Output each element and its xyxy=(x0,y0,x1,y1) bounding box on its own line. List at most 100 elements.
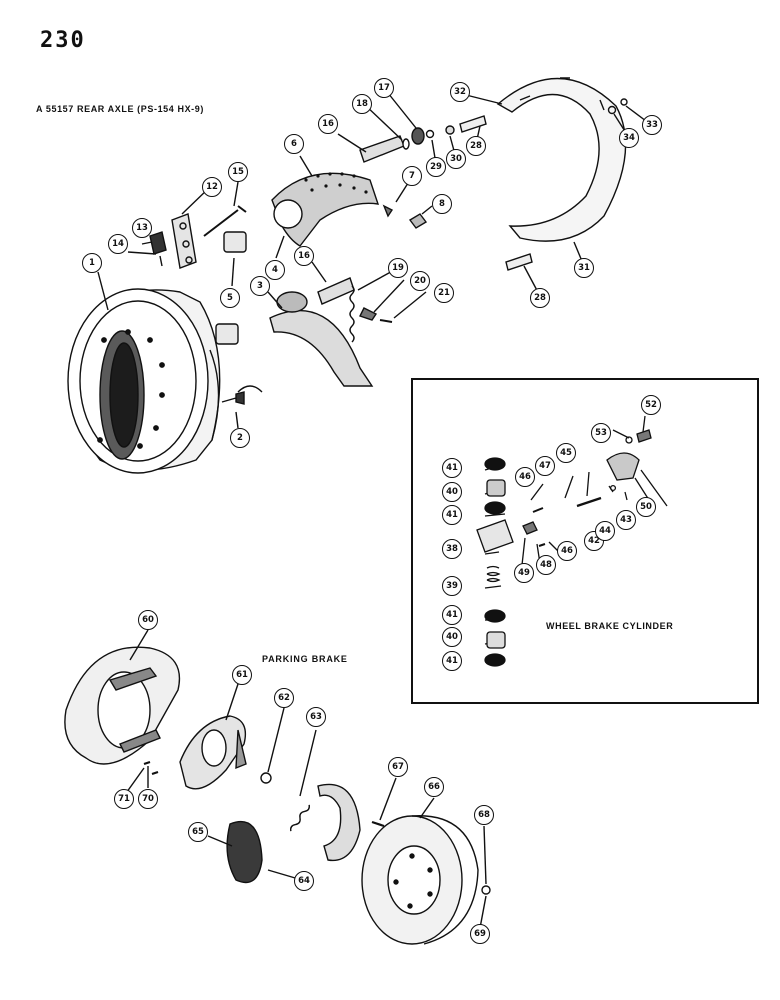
callout-28-upper: 28 xyxy=(466,136,486,156)
parking-brake-carrier xyxy=(179,715,247,790)
lever-arm xyxy=(606,452,640,481)
bushing-lower xyxy=(215,323,239,345)
lever-bolt xyxy=(636,429,652,443)
shield-screw xyxy=(620,98,628,106)
callout-41-d: 41 xyxy=(442,651,462,671)
callout-62: 62 xyxy=(274,688,294,708)
callout-66: 66 xyxy=(424,777,444,797)
parking-brake-label: PARKING BRAKE xyxy=(262,654,348,664)
cylinder-spring xyxy=(486,565,501,583)
callout-21: 21 xyxy=(434,283,454,303)
callout-38: 38 xyxy=(442,539,462,559)
cup-lower xyxy=(484,609,506,623)
callout-20: 20 xyxy=(410,271,430,291)
callout-48: 48 xyxy=(536,555,556,575)
callout-41-a: 41 xyxy=(442,458,462,478)
callout-41-c: 41 xyxy=(442,605,462,625)
anchor-bolt xyxy=(203,205,247,237)
anchor-pin-lower xyxy=(317,277,355,305)
backing-plate-bolt xyxy=(143,760,159,776)
wheel-brake-cylinder-inset: WHEEL BRAKE CYLINDER xyxy=(411,378,759,704)
parking-brake-drum xyxy=(361,815,479,945)
callout-67: 67 xyxy=(388,757,408,777)
parking-return-spring xyxy=(289,804,311,832)
callout-34: 34 xyxy=(619,128,639,148)
callout-68: 68 xyxy=(474,805,494,825)
return-spring xyxy=(349,285,355,343)
boot-lower xyxy=(484,653,506,667)
fitting-cap xyxy=(408,213,428,229)
callout-46-upper: 46 xyxy=(515,467,535,487)
drum-nut xyxy=(481,885,491,895)
shoe-boss xyxy=(276,291,308,313)
washer xyxy=(402,138,410,150)
push-rod xyxy=(576,496,602,508)
brake-drum xyxy=(67,288,221,474)
callout-16-lower: 16 xyxy=(294,246,314,266)
callout-69: 69 xyxy=(470,924,490,944)
parking-brake-shoe xyxy=(226,783,361,884)
callout-6: 6 xyxy=(284,134,304,154)
callout-18: 18 xyxy=(352,94,372,114)
hex-nut xyxy=(411,127,425,145)
cotter-pin xyxy=(159,255,163,267)
callout-15: 15 xyxy=(228,162,248,182)
callout-61: 61 xyxy=(232,665,252,685)
inset-title: WHEEL BRAKE CYLINDER xyxy=(546,621,674,631)
callout-17: 17 xyxy=(374,78,394,98)
diagram-title: A 55157 REAR AXLE (PS-154 HX-9) xyxy=(36,104,204,114)
boot xyxy=(484,457,506,471)
drum-screw xyxy=(221,391,245,405)
piston-lower xyxy=(486,631,506,649)
callout-52: 52 xyxy=(641,395,661,415)
callout-28-lower: 28 xyxy=(530,288,550,308)
callout-63: 63 xyxy=(306,707,326,727)
grease-fitting xyxy=(382,204,394,218)
callout-40-lower: 40 xyxy=(442,627,462,647)
page-number: 230 xyxy=(40,28,86,53)
callout-43: 43 xyxy=(616,510,636,530)
callout-30: 30 xyxy=(446,149,466,169)
splice-plate-upper xyxy=(459,115,487,133)
parking-brake-backing-plate xyxy=(64,646,181,765)
shoe-anchor-hole xyxy=(273,199,303,229)
lock-wire xyxy=(237,385,263,393)
carrier-washer xyxy=(260,772,272,784)
callout-5: 5 xyxy=(220,288,240,308)
adjuster-nut xyxy=(532,507,544,513)
callout-50: 50 xyxy=(636,497,656,517)
callout-70: 70 xyxy=(138,789,158,809)
callout-53: 53 xyxy=(591,423,611,443)
callout-4: 4 xyxy=(265,260,285,280)
callout-39: 39 xyxy=(442,576,462,596)
cylinder-parts-drawing xyxy=(476,415,668,667)
callout-65: 65 xyxy=(188,822,208,842)
piston xyxy=(486,479,506,497)
callout-14: 14 xyxy=(108,234,128,254)
callout-45: 45 xyxy=(556,443,576,463)
clip-pin xyxy=(379,319,393,323)
callout-1: 1 xyxy=(82,253,102,273)
bleeder-screw xyxy=(522,521,538,535)
flat-washer xyxy=(445,125,455,135)
callout-12: 12 xyxy=(202,177,222,197)
callout-44: 44 xyxy=(595,521,615,541)
drum-bolt xyxy=(371,820,385,828)
brake-shoe-upper xyxy=(271,172,380,247)
lock-washer xyxy=(425,129,435,139)
callout-3: 3 xyxy=(250,276,270,296)
anchor-nut xyxy=(149,231,167,255)
callout-33: 33 xyxy=(642,115,662,135)
callout-32: 32 xyxy=(450,82,470,102)
callout-71: 71 xyxy=(114,789,134,809)
callout-29: 29 xyxy=(426,157,446,177)
callout-2: 2 xyxy=(230,428,250,448)
splice-plate-lower xyxy=(505,253,533,271)
callout-16-upper: 16 xyxy=(318,114,338,134)
callout-47: 47 xyxy=(535,456,555,476)
callout-41-b: 41 xyxy=(442,505,462,525)
bleeder-cap xyxy=(538,543,546,547)
callout-7: 7 xyxy=(402,166,422,186)
callout-49: 49 xyxy=(514,563,534,583)
